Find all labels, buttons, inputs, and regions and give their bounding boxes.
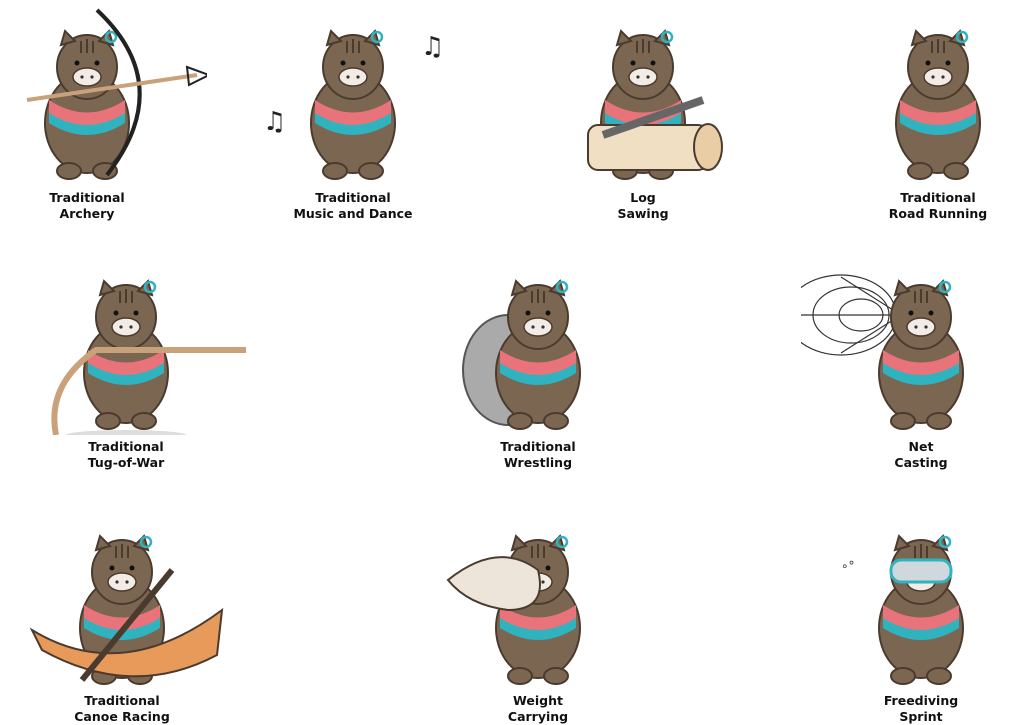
mascot-illustration [26, 8, 207, 180]
label-line2: Casting [894, 455, 948, 470]
mascot-illustration: ♫♫ [263, 29, 444, 180]
music-notes-icon: ♫♫ [263, 32, 444, 137]
mascot-illustration [801, 274, 964, 430]
boar-mascot [44, 29, 130, 180]
label-line1: Traditional [315, 190, 391, 205]
boar-mascot [83, 279, 169, 430]
net-icon [801, 274, 902, 356]
svg-text:♫: ♫ [421, 32, 444, 62]
label-line1: Traditional [84, 693, 160, 708]
svg-text:∘°: ∘° [841, 559, 855, 573]
rope-icon [51, 347, 246, 435]
mascot-illustration [895, 29, 981, 180]
label-line2: Sawing [617, 206, 669, 221]
label-line1: Traditional [49, 190, 125, 205]
label-line1: Weight [513, 693, 563, 708]
label-line2: Road Running [888, 206, 988, 221]
label-line1: Freediving [883, 693, 959, 708]
boar-mascot [310, 29, 396, 180]
svg-text:♫: ♫ [263, 107, 286, 137]
label-line2: Music and Dance [293, 206, 413, 221]
label-line2: Archery [59, 206, 115, 221]
label-line2: Wrestling [503, 455, 573, 470]
log-icon [587, 96, 723, 171]
boar-mascot [895, 29, 981, 180]
boar-mascot [495, 279, 581, 430]
label-line2: Tug-of-War [87, 455, 165, 470]
label-line1: Traditional [500, 439, 576, 454]
label-line1: Traditional [900, 190, 976, 205]
mascot-illustration [446, 534, 581, 685]
canoe-icon [29, 568, 224, 682]
label-line1: Traditional [88, 439, 164, 454]
sack-icon [446, 556, 541, 612]
label-line1: Log [630, 190, 656, 205]
label-line2: Canoe Racing [74, 709, 170, 724]
boar-mascot [878, 279, 964, 430]
mascot-illustration [462, 279, 581, 430]
bow-and-arrow-icon [26, 8, 207, 177]
label-line2: Sprint [899, 709, 943, 724]
boar-mascot [878, 534, 964, 685]
mascot-illustration [29, 534, 224, 685]
mascot-illustration [587, 29, 723, 180]
label-line2: Carrying [507, 709, 569, 724]
goggles-icon: ∘° [841, 558, 953, 584]
mascot-illustration [51, 279, 246, 435]
label-line1: Net [908, 439, 934, 454]
mascot-illustration: ∘° [841, 534, 964, 685]
